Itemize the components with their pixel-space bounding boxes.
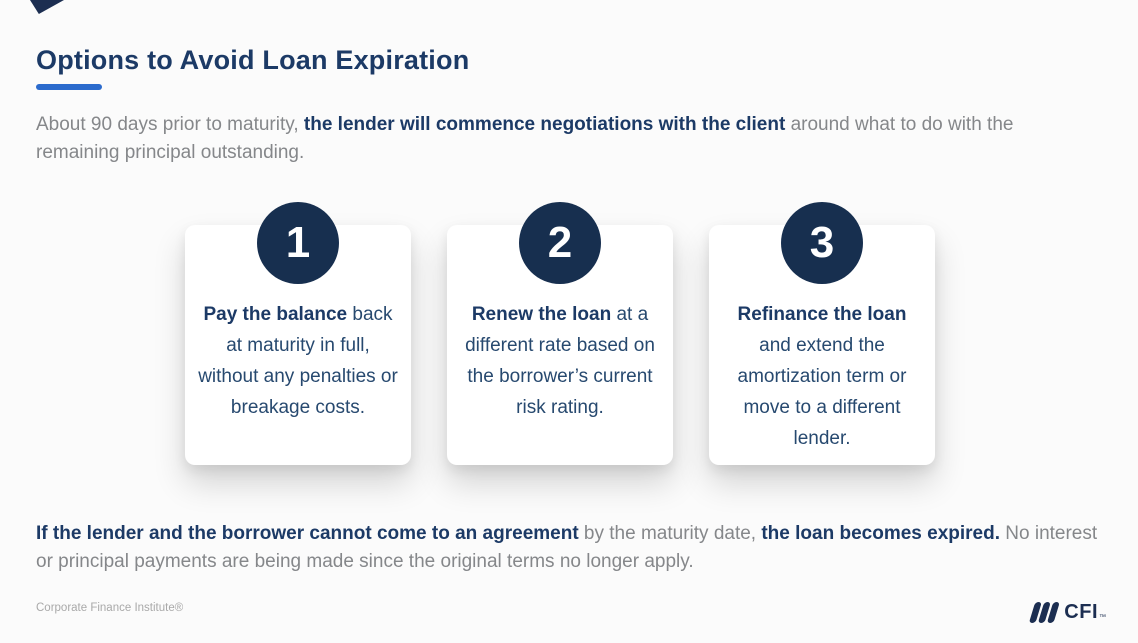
option-card-2: 2 Renew the loan at a different rate bas… [447,202,673,465]
option-1-number-badge: 1 [257,202,339,284]
outro-text-mid: by the maturity date, [578,523,762,544]
outro-paragraph: If the lender and the borrower cannot co… [36,520,1102,576]
outro-text-bold2: the loan becomes expired. [761,523,1000,544]
option-card-3: 3 Refinance the loan and extend the amor… [709,202,935,465]
option-1-text-bold: Pay the balance [203,304,348,325]
intro-text-post: around what to do with the remaining pri… [36,114,1014,163]
cfi-logo-text: CFI [1064,600,1098,623]
intro-paragraph: About 90 days prior to maturity, the len… [36,111,1098,167]
cfi-logo-trademark: ™ [1099,614,1106,621]
option-1-text-rest: back at maturity in full, without any pe… [198,304,398,418]
option-3-text-rest: and extend the amortization term or move… [737,335,907,449]
option-1-number: 1 [285,218,311,267]
option-3-number: 3 [809,218,835,267]
title-underline [36,84,102,90]
option-1-text: Pay the balance back at maturity in full… [198,299,398,423]
page-title: Options to Avoid Loan Expiration [36,45,470,75]
outro-text-bold1: If the lender and the borrower cannot co… [36,523,579,544]
option-3-text-bold: Refinance the loan [737,304,907,325]
option-2-text: Renew the loan at a different rate based… [460,299,660,423]
option-2-number-badge: 2 [519,202,601,284]
cfi-logo: CFI ™ [1029,598,1106,626]
option-2-text-rest: at a different rate based on the borrowe… [465,304,655,418]
option-3-text: Refinance the loan and extend the amorti… [722,299,922,454]
footer-brand-text: Corporate Finance Institute® [36,602,184,614]
intro-text-bold: the lender will commence negotiations wi… [303,114,786,135]
option-3-number-badge: 3 [781,202,863,284]
intro-text-pre: About 90 days prior to maturity, [36,114,304,135]
outro-text-post: No interest or principal payments are be… [36,523,1098,572]
option-2-number: 2 [547,218,573,267]
cfi-logo-bars-icon [1029,602,1060,623]
option-card-1: 1 Pay the balance back at maturity in fu… [185,202,411,465]
options-cards-row: 1 Pay the balance back at maturity in fu… [185,202,935,465]
option-2-text-bold: Renew the loan [471,304,612,325]
corner-flag-decoration [30,0,64,14]
